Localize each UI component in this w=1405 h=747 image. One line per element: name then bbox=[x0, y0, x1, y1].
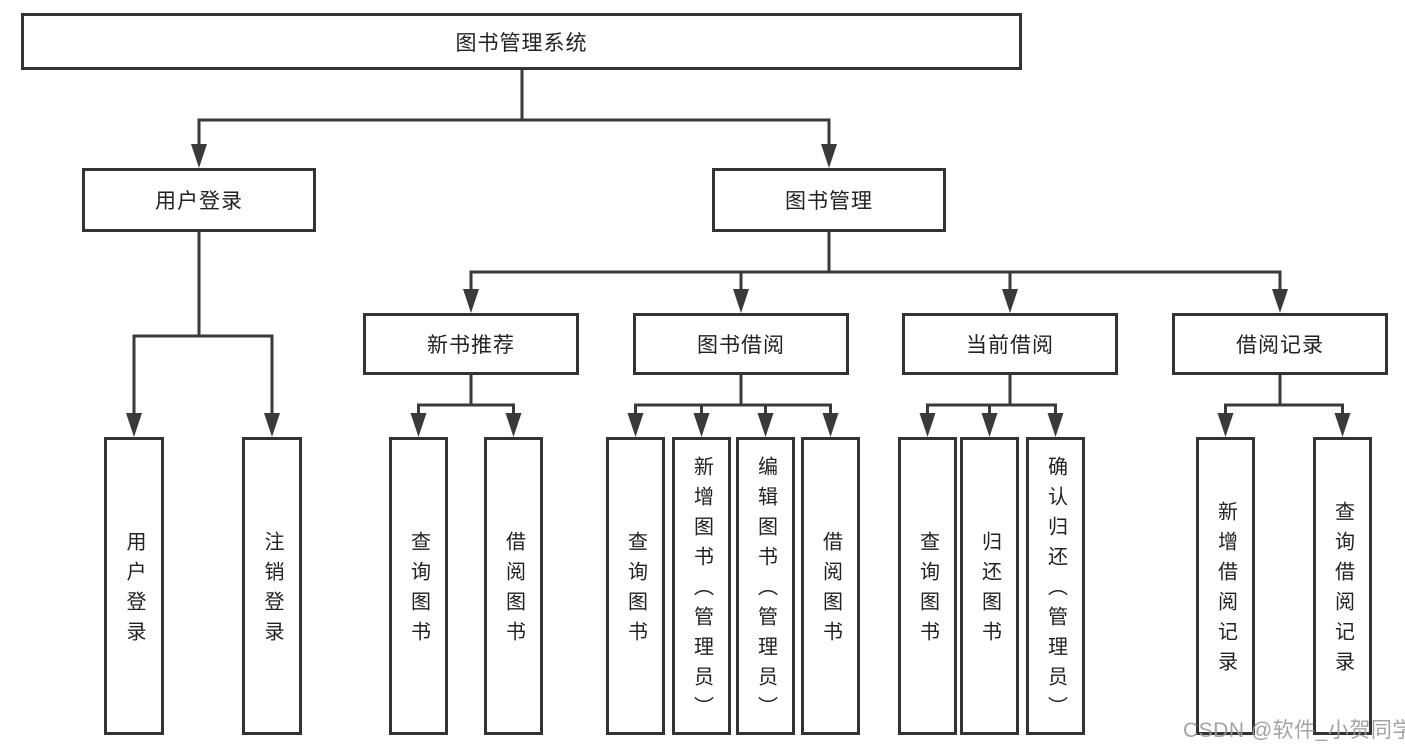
leaf-user-login: 用户登录 bbox=[104, 437, 164, 735]
node-book-borrow-label: 图书借阅 bbox=[697, 334, 785, 357]
arrowhead-down-icon bbox=[126, 413, 142, 437]
arrowhead-down-icon bbox=[821, 144, 837, 168]
leaf-logout: 注销登录 bbox=[242, 437, 302, 735]
node-root-label: 图书管理系统 bbox=[455, 31, 588, 55]
leaf-return-books-label: 归还图书 bbox=[978, 531, 1001, 651]
arrowhead-down-icon bbox=[919, 413, 936, 437]
leaf-user-login-label: 用户登录 bbox=[123, 531, 145, 651]
leaf-newbook-query-books: 查询图书 bbox=[389, 437, 448, 735]
node-current-borrow-label: 当前借阅 bbox=[966, 334, 1054, 357]
leaf-return-books: 归还图书 bbox=[960, 437, 1019, 735]
csdn-watermark: CSDN @软件_小贺同学 bbox=[1183, 719, 1405, 742]
leaf-borrow-books-label: 借阅图书 bbox=[819, 531, 842, 651]
leaf-add-borrow-record: 新增借阅记录 bbox=[1196, 437, 1255, 735]
arrowhead-down-icon bbox=[191, 144, 207, 168]
arrowhead-down-icon bbox=[627, 413, 644, 437]
arrowhead-down-icon bbox=[733, 289, 749, 313]
leaf-edit-book-admin: 编辑图书（管理员） bbox=[736, 437, 795, 735]
leaf-query-borrow-record: 查询借阅记录 bbox=[1313, 437, 1372, 735]
leaf-newbook-borrow-books-label: 借阅图书 bbox=[502, 531, 525, 651]
leaf-current-query-books: 查询图书 bbox=[898, 437, 957, 735]
node-book-borrow: 图书借阅 bbox=[633, 313, 849, 375]
arrowhead-down-icon bbox=[822, 413, 839, 437]
arrowhead-down-icon bbox=[505, 413, 522, 437]
arrowhead-down-icon bbox=[410, 413, 427, 437]
node-root: 图书管理系统 bbox=[21, 13, 1022, 70]
arrowhead-down-icon bbox=[693, 413, 710, 437]
leaf-newbook-query-books-label: 查询图书 bbox=[407, 531, 430, 651]
node-user-login: 用户登录 bbox=[82, 168, 316, 232]
node-borrow-records: 借阅记录 bbox=[1172, 313, 1388, 375]
leaf-logout-label: 注销登录 bbox=[261, 531, 283, 651]
arrowhead-down-icon bbox=[463, 289, 479, 313]
arrowhead-down-icon bbox=[1272, 289, 1288, 313]
leaf-borrow-books: 借阅图书 bbox=[801, 437, 860, 735]
arrowhead-down-icon bbox=[757, 413, 774, 437]
leaf-edit-book-admin-label: 编辑图书（管理员） bbox=[754, 456, 777, 726]
leaf-add-book-admin-label: 新增图书（管理员） bbox=[690, 456, 713, 726]
arrowhead-down-icon bbox=[1334, 413, 1351, 437]
node-borrow-records-label: 借阅记录 bbox=[1236, 334, 1324, 357]
leaf-newbook-borrow-books: 借阅图书 bbox=[484, 437, 543, 735]
arrowhead-down-icon bbox=[1002, 289, 1018, 313]
node-new-book-recommend-label: 新书推荐 bbox=[427, 334, 515, 357]
leaf-add-book-admin: 新增图书（管理员） bbox=[672, 437, 731, 735]
node-new-book-recommend: 新书推荐 bbox=[363, 313, 579, 375]
leaf-current-query-books-label: 查询图书 bbox=[916, 531, 939, 651]
arrowhead-down-icon bbox=[1047, 413, 1064, 437]
leaf-query-borrow-record-label: 查询借阅记录 bbox=[1331, 501, 1354, 681]
leaf-add-borrow-record-label: 新增借阅记录 bbox=[1214, 501, 1237, 681]
arrowhead-down-icon bbox=[264, 413, 280, 437]
node-user-login-label: 用户登录 bbox=[155, 190, 243, 213]
node-current-borrow: 当前借阅 bbox=[902, 313, 1118, 375]
node-book-management-label: 图书管理 bbox=[785, 190, 873, 213]
arrowhead-down-icon bbox=[981, 413, 998, 437]
leaf-confirm-return-admin: 确认归还（管理员） bbox=[1026, 437, 1085, 735]
arrowhead-down-icon bbox=[1217, 413, 1234, 437]
leaf-borrow-query-books-label: 查询图书 bbox=[624, 531, 647, 651]
leaf-borrow-query-books: 查询图书 bbox=[606, 437, 665, 735]
leaf-confirm-return-admin-label: 确认归还（管理员） bbox=[1044, 456, 1067, 726]
node-book-management: 图书管理 bbox=[712, 168, 946, 232]
